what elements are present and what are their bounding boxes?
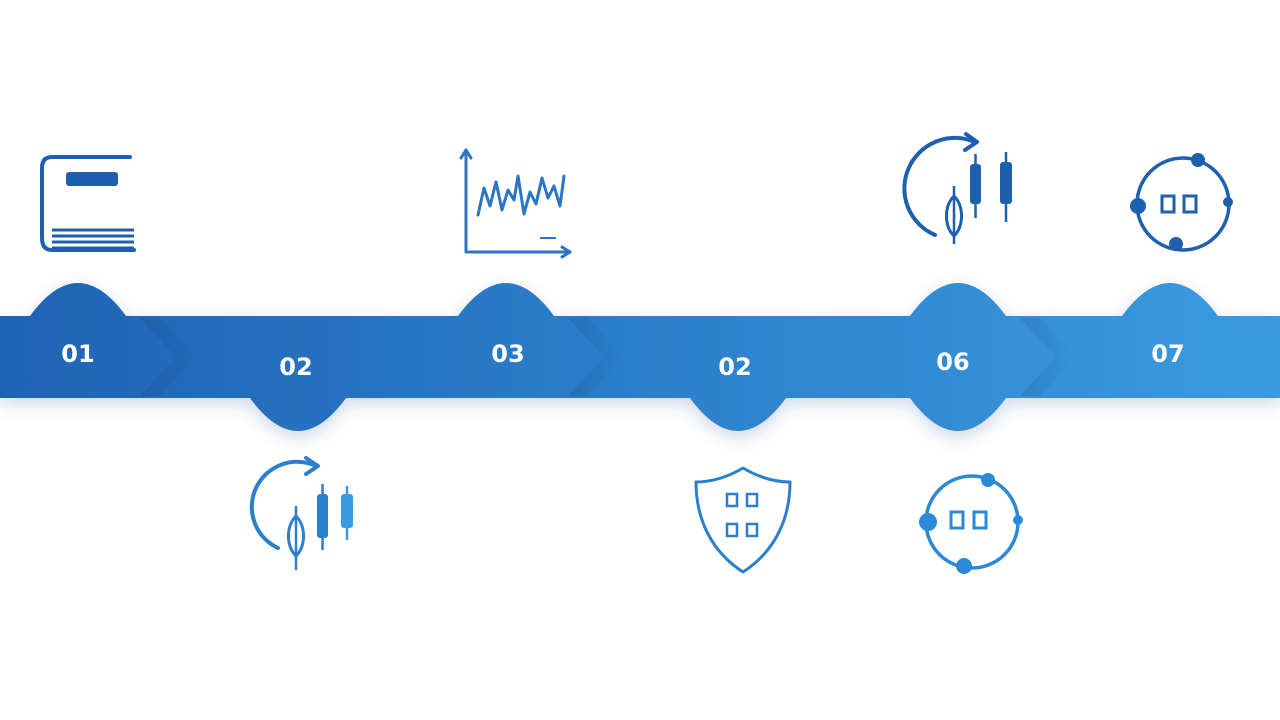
cycle-candlestick-icon <box>249 456 353 570</box>
line-chart-icon <box>459 148 572 259</box>
step-label: 07 <box>1151 340 1184 368</box>
timeline-band <box>0 283 1280 431</box>
shield-icon <box>694 466 792 574</box>
step-label: 01 <box>61 340 94 368</box>
segment-divider <box>140 318 196 396</box>
step-label: 06 <box>936 348 969 376</box>
cycle-nodes-icon <box>919 473 1023 574</box>
book-icon <box>40 155 136 252</box>
segment-dividers <box>140 318 1076 396</box>
segment-divider <box>1020 318 1076 396</box>
cycle-candlestick-icon <box>902 132 1012 244</box>
step-label: 02 <box>279 353 312 381</box>
cycle-nodes-icon <box>1130 153 1233 252</box>
step-label: 03 <box>491 340 524 368</box>
segment-divider <box>568 318 624 396</box>
step-label: 02 <box>718 353 751 381</box>
